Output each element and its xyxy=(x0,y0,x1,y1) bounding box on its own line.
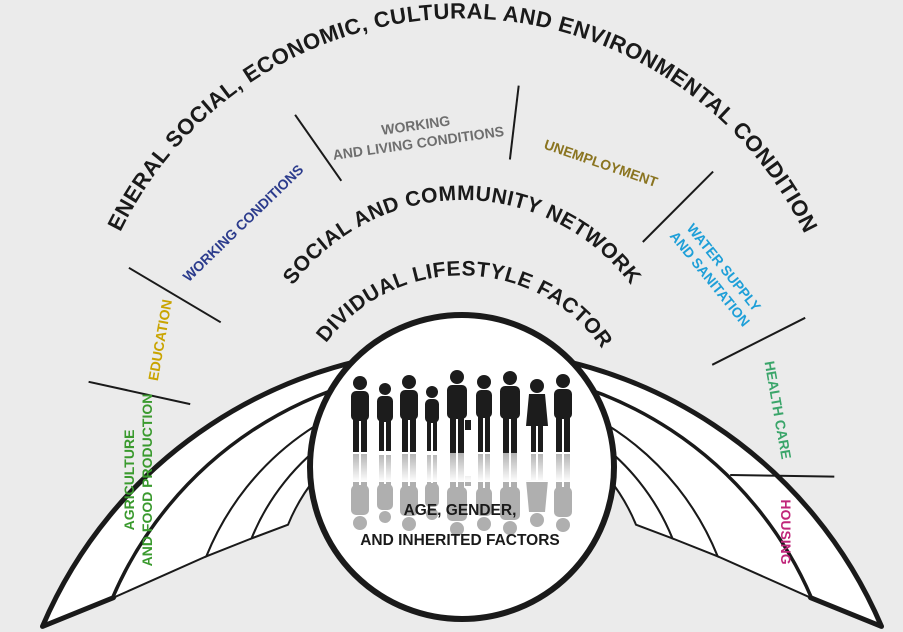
people-silhouettes xyxy=(330,370,600,536)
segment-agriculture: AGRICULTURE AND FOOD PRODUCTION xyxy=(121,394,155,567)
segment-unemployment: UNEMPLOYMENT xyxy=(542,136,660,190)
segment-dividers xyxy=(88,85,835,478)
segment-education-label: EDUCATION xyxy=(145,298,175,382)
segment-working-living: WORKING AND LIVING CONDITIONS xyxy=(332,112,505,163)
segment-water: WATER SUPPLY AND SANITATION xyxy=(667,220,765,329)
segment-housing-label: HOUSING xyxy=(778,499,794,564)
segment-agriculture-label-1: AGRICULTURE xyxy=(121,430,137,531)
segment-education: EDUCATION xyxy=(145,298,175,382)
core-label-line1: AGE, GENDER, xyxy=(404,502,517,519)
core-label-line2: AND INHERITED FACTORS xyxy=(360,532,560,549)
segment-unemployment-label: UNEMPLOYMENT xyxy=(542,136,660,190)
segment-health-care-label: HEALTH CARE xyxy=(762,360,795,461)
segment-health-care: HEALTH CARE xyxy=(762,360,795,461)
segment-agriculture-label-2: AND FOOD PRODUCTION xyxy=(139,394,155,567)
segment-housing: HOUSING xyxy=(778,499,794,564)
